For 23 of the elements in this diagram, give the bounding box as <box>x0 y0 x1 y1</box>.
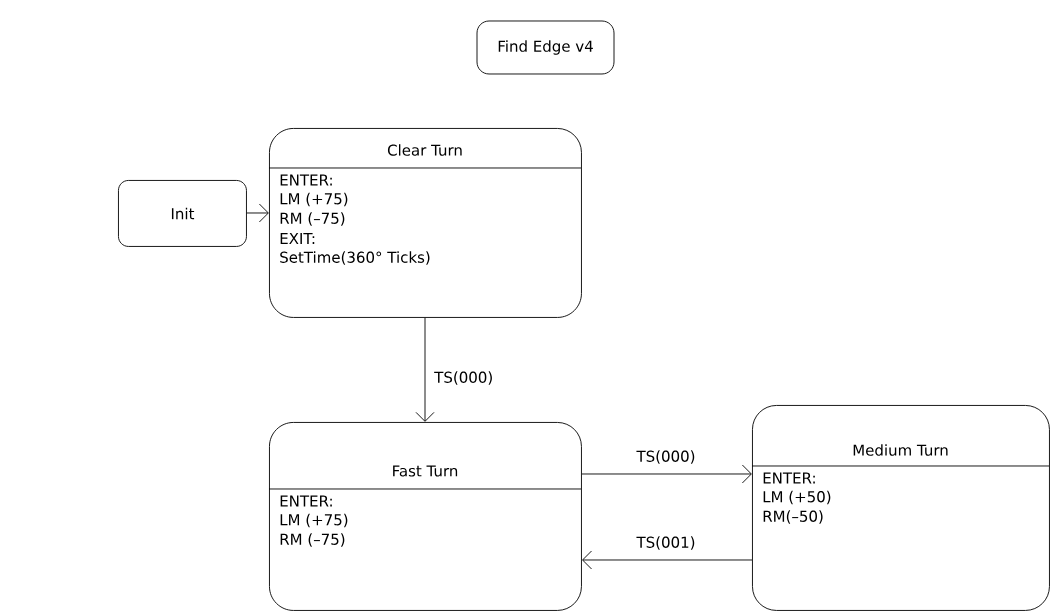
state-name: Fast Turn <box>393 465 458 477</box>
edge-label: TS(000) <box>433 370 495 386</box>
edge-label: TS(000) <box>635 449 697 465</box>
title-box: Find Edge v4 <box>476 20 615 75</box>
action-text: RM(–50) <box>763 510 823 524</box>
action-text: SetTime(360° Ticks) <box>280 251 430 265</box>
arrow <box>582 550 753 570</box>
state-name: Clear Turn <box>387 144 462 156</box>
action-text: LM (+75) <box>280 513 348 528</box>
state-box: Init <box>118 180 247 247</box>
arrow <box>246 203 269 223</box>
arrow <box>581 464 752 484</box>
arrow <box>415 317 435 422</box>
action-text: RM (–75) <box>280 212 345 226</box>
action-text: RM (–75) <box>280 533 345 547</box>
action-text: LM (+50) <box>763 490 831 505</box>
action-text: LM (+75) <box>280 192 348 207</box>
action-text: ENTER: <box>280 495 332 507</box>
state-name: Medium Turn <box>853 444 948 456</box>
action-text: ENTER: <box>763 472 815 484</box>
action-text: ENTER: <box>280 174 332 186</box>
action-text: EXIT: <box>280 233 315 244</box>
edge-label: TS(001) <box>635 535 697 551</box>
